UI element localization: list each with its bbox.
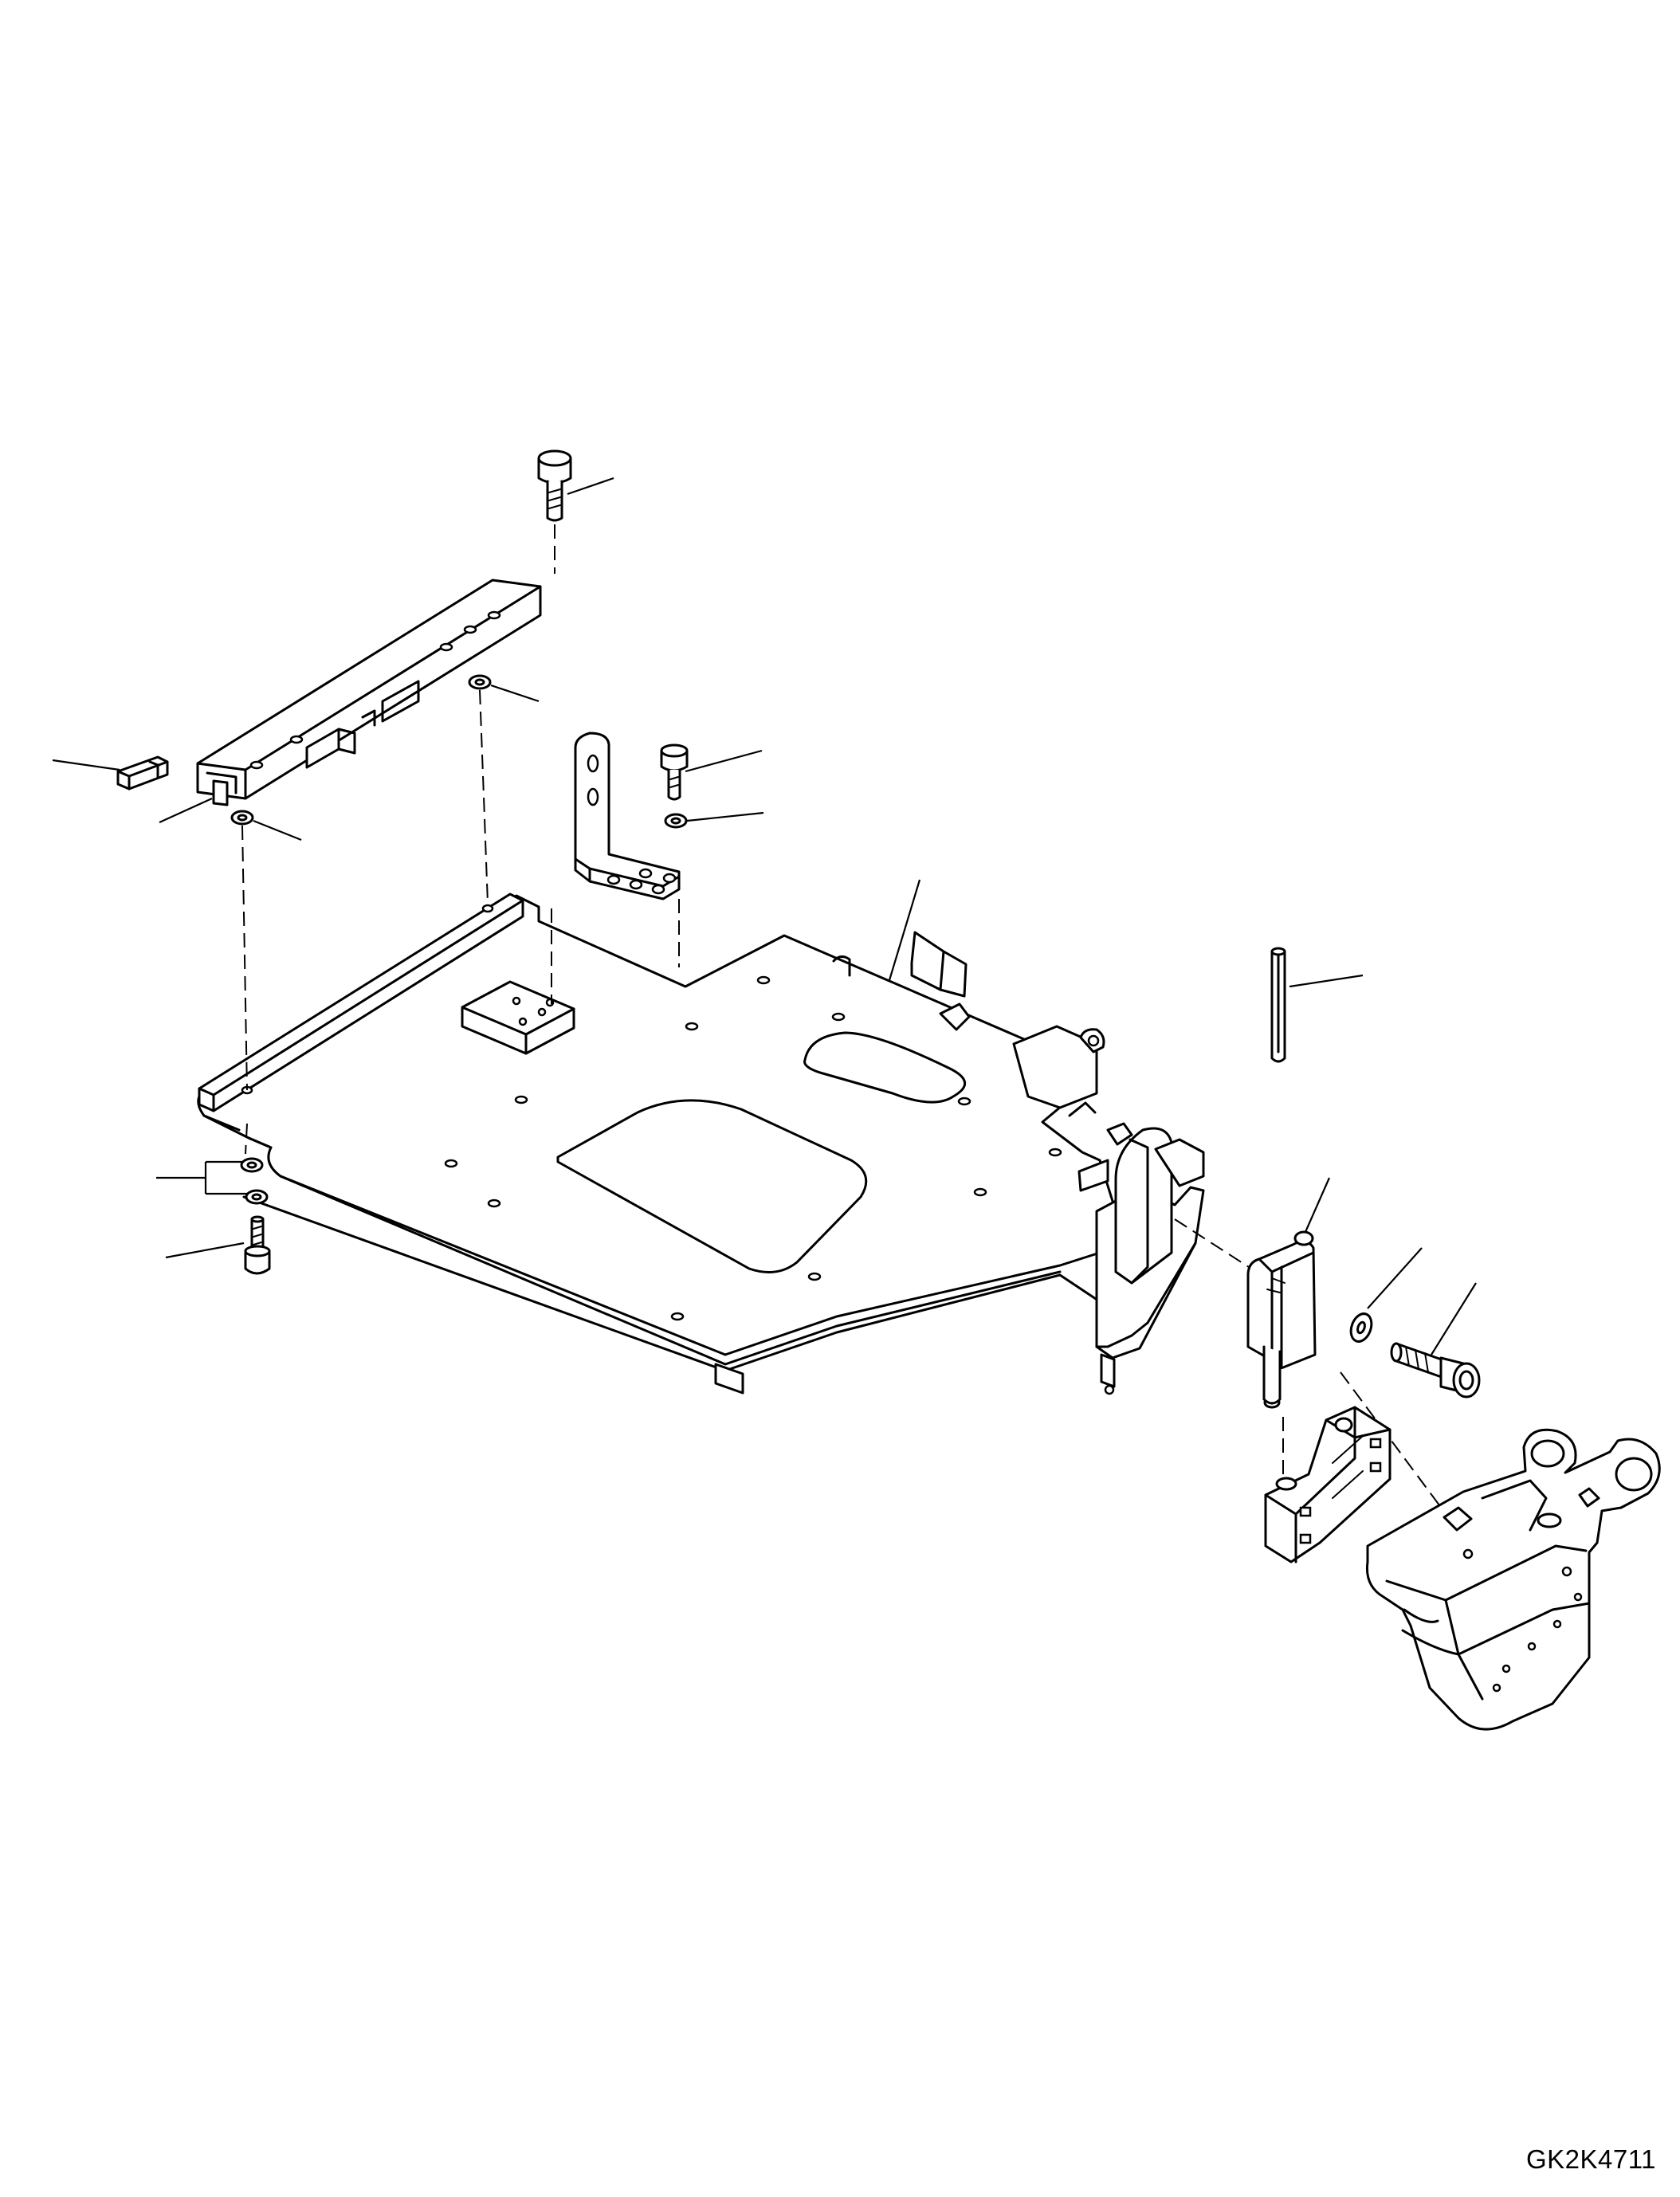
mounting-bracket (575, 733, 679, 899)
dashed-line-bolt-to-hinge (1175, 1219, 1251, 1269)
leader-line-washer-center (491, 685, 539, 701)
console-base-mount (1367, 1430, 1659, 1729)
stopper-block (118, 757, 167, 789)
leader-line-top-bolt (567, 478, 614, 494)
leader-line-washer-bracket (687, 813, 763, 821)
leader-line-floor-plate (889, 880, 920, 980)
leader-line-lower-washers (156, 1162, 247, 1194)
leader-line-washer-right (1368, 1248, 1422, 1308)
dashed-line-washer-center (480, 690, 488, 904)
cap-screw-right (1391, 1344, 1479, 1397)
dashed-line-washer-to-plate (245, 1124, 247, 1154)
leader-line-stopper (53, 760, 120, 770)
leader-line-hinge-bracket (1305, 1178, 1329, 1232)
leader-line-hex-bolt (685, 751, 762, 771)
drawing-code-label: GK2K4711 (1525, 2144, 1656, 2174)
hinge-bracket (1248, 1232, 1315, 1407)
hinge-lower-block (1266, 1407, 1390, 1562)
hex-bolt-bracket (661, 745, 687, 799)
leader-line-cap-screw (1431, 1283, 1476, 1355)
seat-rail (198, 580, 540, 805)
washer-right (1348, 1311, 1376, 1344)
floor-plate (198, 894, 1203, 1394)
leader-line-lower-screw (166, 1243, 244, 1257)
washer-lower-2 (246, 1191, 267, 1203)
cap-screw-lower (245, 1217, 269, 1273)
leader-line-washer-left (253, 821, 301, 840)
spring-pin (1272, 948, 1285, 1061)
top-cap-screw (539, 451, 571, 520)
washer-left-rail (232, 811, 253, 824)
leader-line-seat-rail (159, 798, 212, 822)
washer-bracket (665, 814, 686, 827)
washer-lower-1 (241, 1159, 262, 1171)
washer-center-rail (469, 676, 490, 689)
dashed-line-washer-left (242, 826, 247, 1090)
leader-line-spring-pin (1289, 975, 1363, 987)
